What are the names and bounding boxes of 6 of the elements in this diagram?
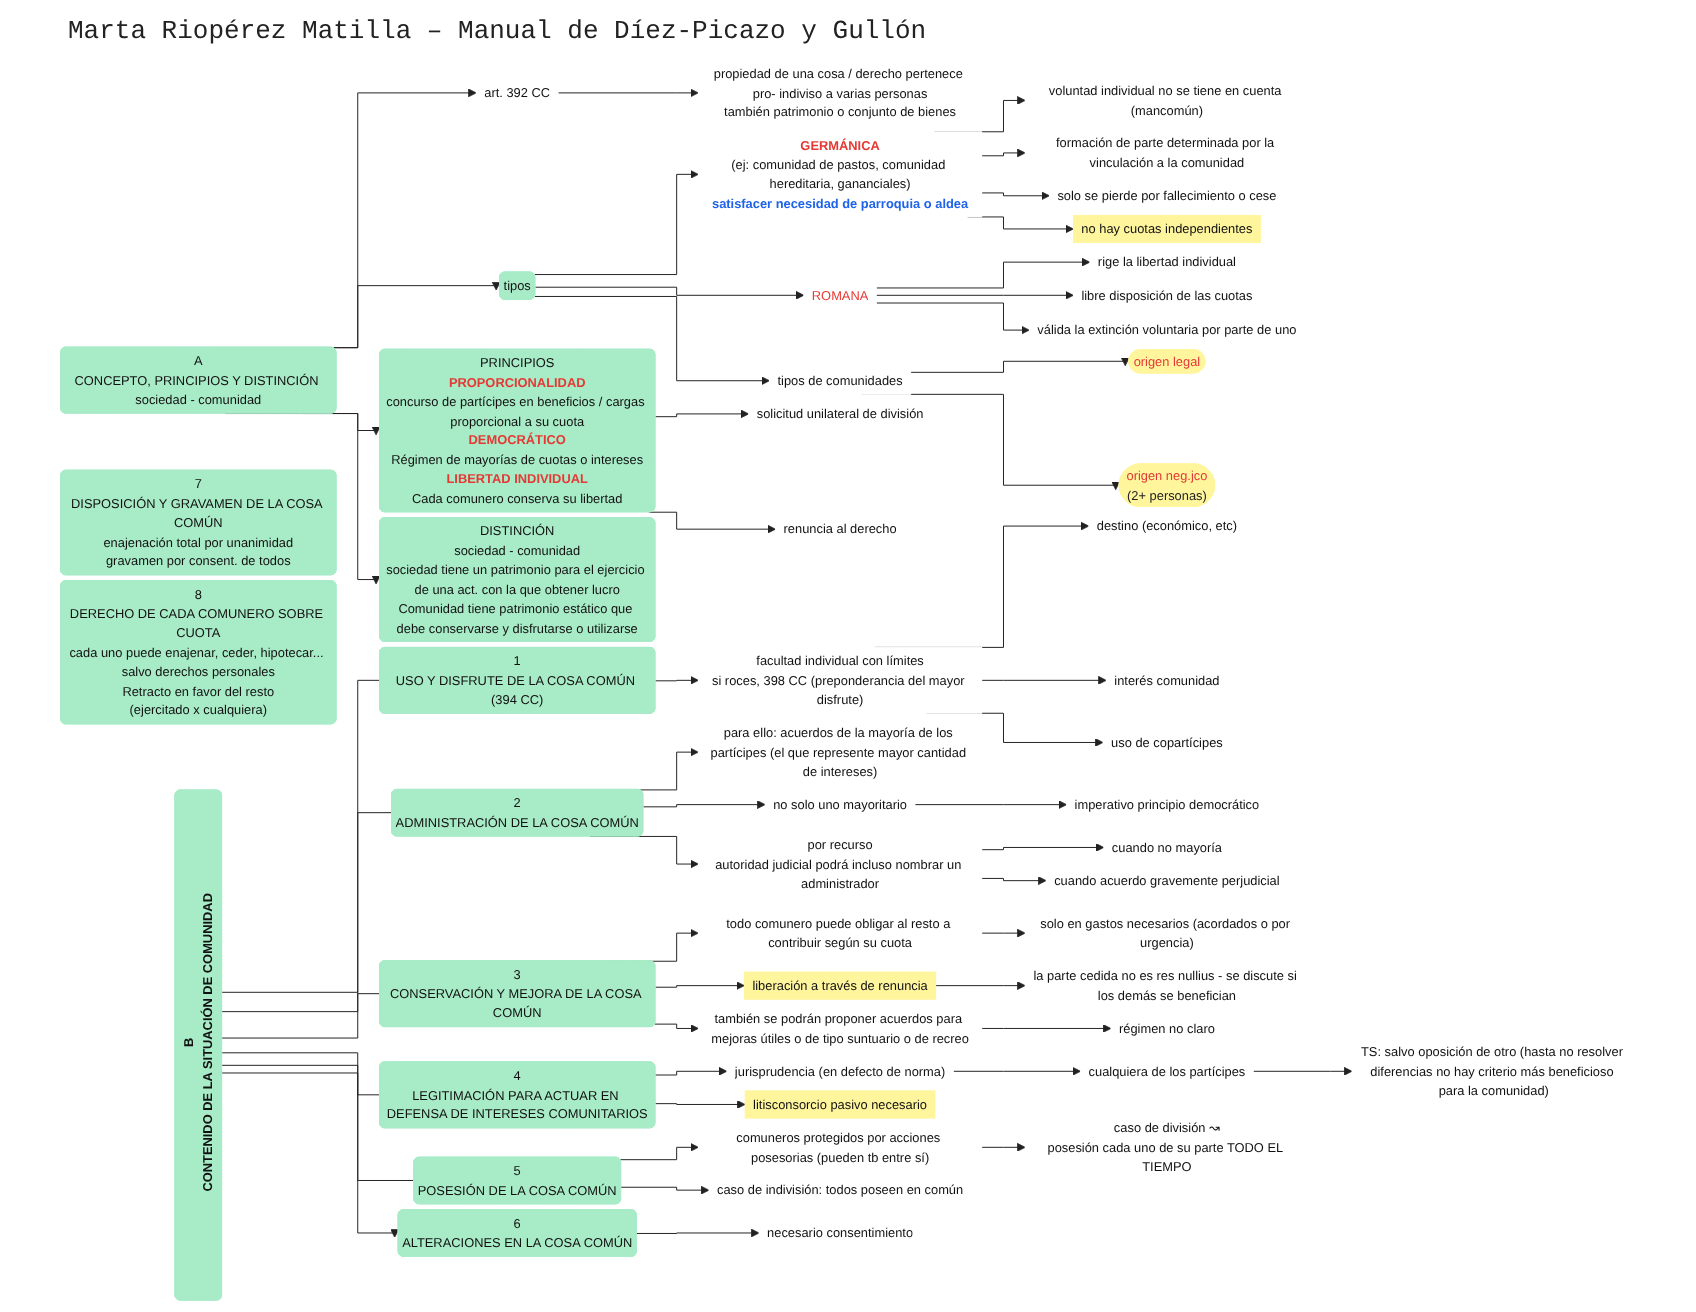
arrow — [981, 1142, 1026, 1152]
connector — [221, 1052, 381, 1096]
page-title: Marta Riopérez Matilla – Manual de Díez-Picazo y Gullón — [68, 16, 927, 46]
connector — [221, 993, 381, 1039]
connector — [221, 812, 393, 1013]
connector — [221, 679, 381, 993]
